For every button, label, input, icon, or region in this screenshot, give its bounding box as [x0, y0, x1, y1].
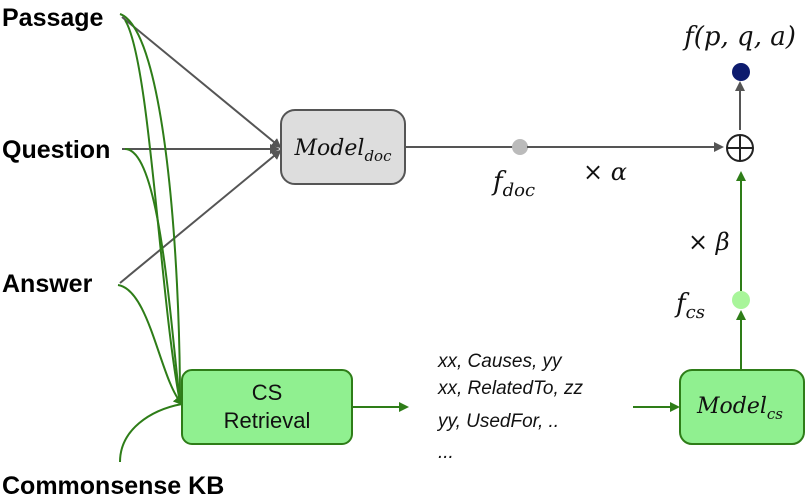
passage-to-retrieval-curve-2 — [124, 19, 181, 403]
cs-retrieval-line2: Retrieval — [224, 408, 311, 433]
kb-to-retrieval-curve — [119, 403, 183, 463]
output-dot — [732, 63, 750, 81]
answer-to-retrieval-curve — [117, 284, 184, 406]
model-cs-label: Modelcs — [696, 394, 783, 423]
f-doc-dot — [512, 139, 528, 155]
alpha-weight: × α — [583, 158, 627, 186]
input-question: Question — [2, 136, 110, 164]
f-cs-dot — [732, 291, 750, 309]
model-doc-label: Modeldoc — [294, 136, 393, 165]
f-cs-label: fcs — [674, 289, 705, 323]
answer-to-modeldoc-arrow — [119, 149, 282, 284]
retrieved-fact: yy, UsedFor, .. — [436, 411, 559, 432]
retrieved-fact: xx, Causes, yy — [437, 351, 563, 372]
passage-to-retrieval-curve — [119, 13, 181, 403]
passage-to-modeldoc-arrow — [121, 16, 282, 149]
retrieved-fact-ellipsis: ... — [438, 442, 454, 463]
cs-retrieval-line1: CS — [252, 380, 283, 405]
beta-weight: × β — [688, 228, 730, 256]
retrieved-fact: xx, RelatedTo, zz — [437, 378, 584, 399]
input-passage: Passage — [2, 4, 104, 32]
output-label: f(p, q, a) — [682, 22, 796, 52]
question-to-retrieval-curve — [124, 148, 181, 403]
input-commonsense-kb: Commonsense KB — [2, 472, 224, 500]
input-answer: Answer — [2, 270, 93, 298]
f-doc-label: fdoc — [491, 167, 535, 201]
